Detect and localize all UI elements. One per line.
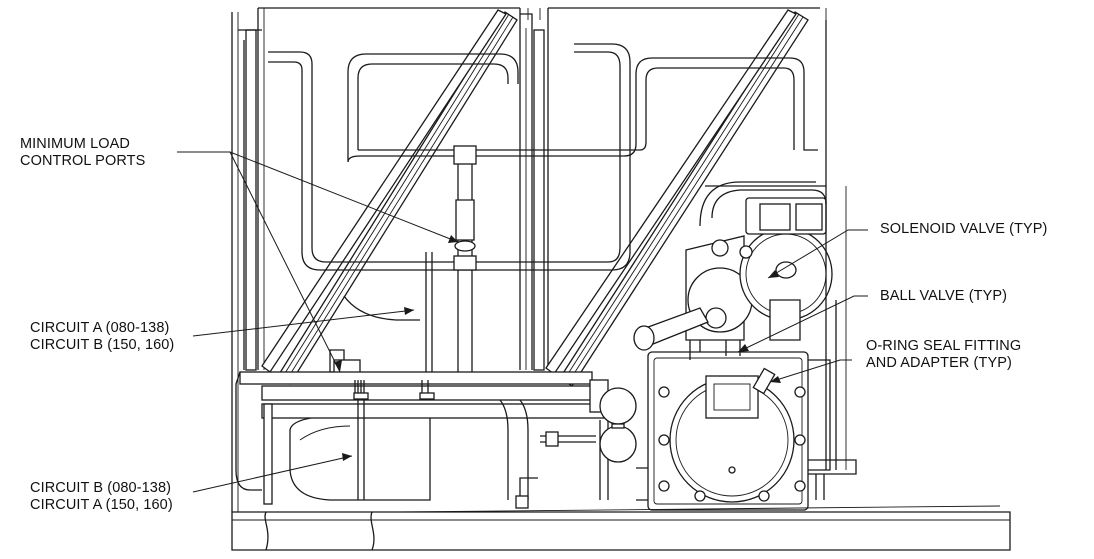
callout-line-1: SOLENOID VALVE (TYP) (880, 221, 1048, 237)
callout-line-1: BALL VALVE (TYP) (880, 288, 1008, 304)
left-diagonal-tube (261, 9, 518, 385)
callout-line-2: CONTROL PORTS (20, 153, 146, 169)
motor-housing (633, 181, 833, 360)
compressor (636, 351, 857, 511)
upper-piping-loops (268, 43, 818, 380)
callout-solenoid-valve: SOLENOID VALVE (TYP) (880, 221, 1047, 238)
callout-line-2: CIRCUIT A (150, 160) (30, 497, 173, 513)
left-vertical-tubes (238, 29, 545, 371)
callout-line-1: CIRCUIT B (080-138) (30, 480, 172, 496)
unit-frame (231, 7, 827, 512)
leader-lines (177, 151, 868, 493)
callout-line-1: O-RING SEAL FITTING (866, 338, 1022, 354)
callout-circuit-upper: CIRCUIT A (080-138) CIRCUIT B (150, 160) (30, 320, 174, 354)
callout-line-2: CIRCUIT B (150, 160) (30, 337, 175, 353)
callout-ball-valve: BALL VALVE (TYP) (880, 288, 1007, 305)
leader-arrowheads (334, 235, 781, 461)
right-frame-details (825, 186, 847, 470)
base-rail (231, 505, 1011, 551)
filter-driers (515, 387, 637, 509)
callout-minimum-load-control-ports: MINIMUM LOAD CONTROL PORTS (20, 136, 145, 170)
callout-o-ring-seal-fitting: O-RING SEAL FITTING AND ADAPTER (TYP) (866, 338, 1021, 372)
callout-line-2: AND ADAPTER (TYP) (866, 355, 1012, 371)
callout-line-1: CIRCUIT A (080-138) (30, 320, 170, 336)
callout-line-1: MINIMUM LOAD (20, 136, 130, 152)
header-pipes (235, 371, 613, 505)
callout-circuit-lower: CIRCUIT B (080-138) CIRCUIT A (150, 160) (30, 480, 173, 514)
